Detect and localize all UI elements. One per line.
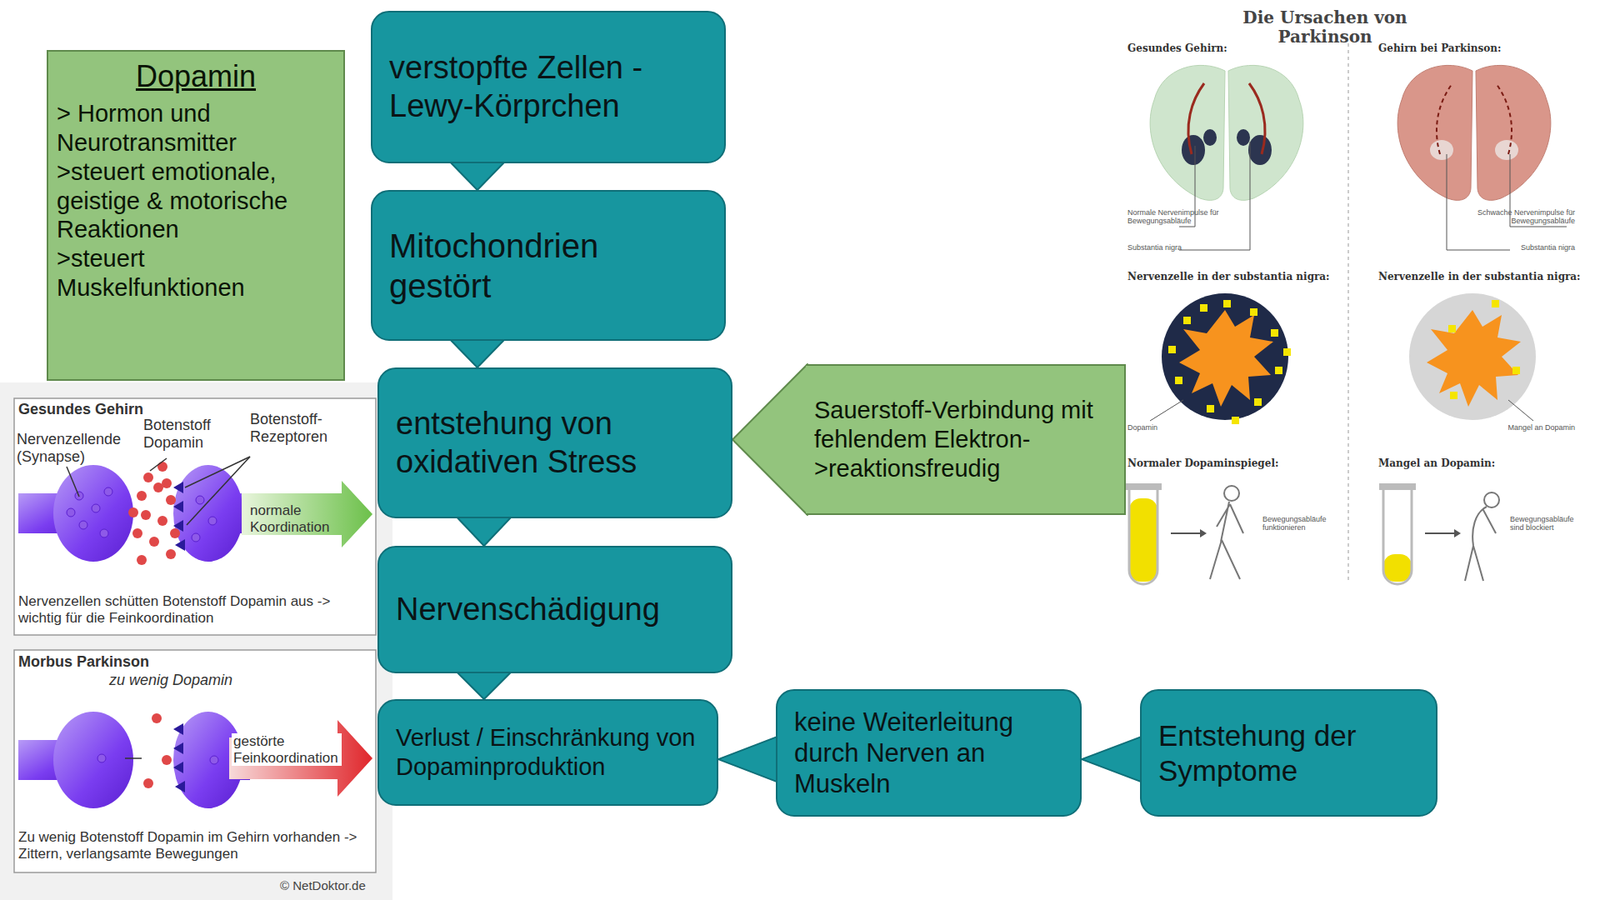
figure-label: Botenstoff-Rezeptoren [250, 410, 367, 445]
figure-label: gestörte Feinkoordination [231, 733, 342, 766]
neuron-healthy [1150, 293, 1291, 425]
box-text: keine Weiterleitung durch Nerven an Musk… [794, 706, 1064, 800]
box-text: > Hormon und Neurotransmitter [56, 99, 335, 158]
arrow-disturbed [229, 720, 373, 797]
speech-bubble: keine Weiterleitung durch Nerven an Musk… [775, 689, 1082, 817]
callout-tail [448, 160, 507, 190]
figure-label: Gehirn bei Parkinson: [1378, 43, 1562, 55]
box-text: Nervenschädigung [395, 590, 715, 630]
figure-label: Mangel an Dopamin [1491, 423, 1575, 432]
figure-walking [1210, 485, 1244, 580]
figure-label: Gesundes Gehirn: [1127, 43, 1295, 55]
figure-label: Zu wenig Botenstoff Dopamin im Gehirn vo… [18, 829, 375, 862]
box-text: >steuert emotionale, geistige & motorisc… [56, 157, 335, 245]
synapse-parkinson [18, 711, 373, 809]
figure-frame [14, 650, 376, 873]
speech-bubble: Mitochondrien gestört [370, 190, 726, 341]
figure-label: Mangel an Dopamin: [1378, 458, 1587, 470]
figure-label: Substantia nigra [1127, 243, 1228, 252]
figure-label: Bewegungsabläufe funktionieren [1262, 515, 1342, 533]
speech-bubble: Nervenschädigung [377, 545, 733, 674]
callout-tail [448, 337, 507, 368]
synapse-healthy [18, 456, 373, 565]
figure-label: normale Koordination [250, 502, 344, 535]
figure-panel [0, 382, 393, 900]
box-text: verstopfte Zellen - Lewy-Körprchen [389, 49, 708, 125]
figure-label: Normale Nervenimpulse für Bewegungsabläu… [1127, 208, 1236, 226]
box-text: Mitochondrien gestört [389, 225, 708, 306]
figure-frame [14, 398, 376, 635]
callout-tail [455, 515, 514, 546]
divider [1348, 43, 1350, 584]
box-text: entstehung von oxidativen Stress [395, 405, 715, 481]
figure-label: Normaler Dopaminspiegel: [1127, 458, 1336, 470]
speech-bubble: entstehung von oxidativen Stress [377, 367, 733, 519]
info-box: Dopamin> Hormon und Neurotransmitter>ste… [46, 50, 345, 381]
figure-label: Nervenzellende (Synapse) [16, 430, 125, 465]
figure-hunched [1465, 492, 1500, 581]
figure-label: Dopamin [1127, 423, 1195, 432]
speech-bubble: Verlust / Einschränkung von Dopaminprodu… [377, 699, 719, 806]
box-text: Sauerstoff-Verbindung mit fehlendem Elek… [814, 395, 1115, 483]
tube-low [1379, 483, 1461, 585]
box-text: Entstehung der Symptome [1158, 718, 1420, 789]
figure-label: Die Ursachen von Parkinson [1200, 8, 1450, 47]
callout-tail [1081, 735, 1144, 783]
figure-label: zu wenig Dopamin [109, 671, 260, 690]
figure-label: Gesundes Gehirn [18, 400, 185, 419]
callout-tail [455, 670, 514, 700]
callout-tail [732, 364, 808, 515]
figure-label: © NetDoktor.de [280, 878, 389, 893]
speech-bubble: Entstehung der Symptome [1140, 689, 1438, 817]
speech-bubble: verstopfte Zellen - Lewy-Körprchen [370, 10, 726, 164]
figure-label: Schwache Nervenimpulse für Bewegungsablä… [1458, 208, 1575, 226]
box-text: >steuert Muskelfunktionen [56, 244, 335, 303]
figure-label: Botenstoff Dopamin [143, 416, 235, 451]
figure-label: Morbus Parkinson [18, 653, 185, 671]
figure-label: Bewegungsabläufe sind blockiert [1510, 515, 1585, 533]
neuron-parkinson [1409, 293, 1536, 421]
tube-normal [1125, 483, 1207, 585]
figure-label: Nervenzelle in der substantia nigra: [1127, 271, 1345, 284]
box-heading: Dopamin [56, 58, 335, 95]
box-text: Verlust / Einschränkung von Dopaminprodu… [395, 723, 700, 782]
figure-label: Nervenzellen schütten Botenstoff Dopamin… [18, 593, 375, 626]
arrow-normal [241, 480, 373, 548]
callout-tail [718, 735, 780, 783]
figure-label: Nervenzelle in der substantia nigra: [1378, 271, 1595, 284]
figure-label: Substantia nigra [1491, 243, 1575, 252]
arrow-callout: Sauerstoff-Verbindung mit fehlendem Elek… [805, 364, 1126, 515]
